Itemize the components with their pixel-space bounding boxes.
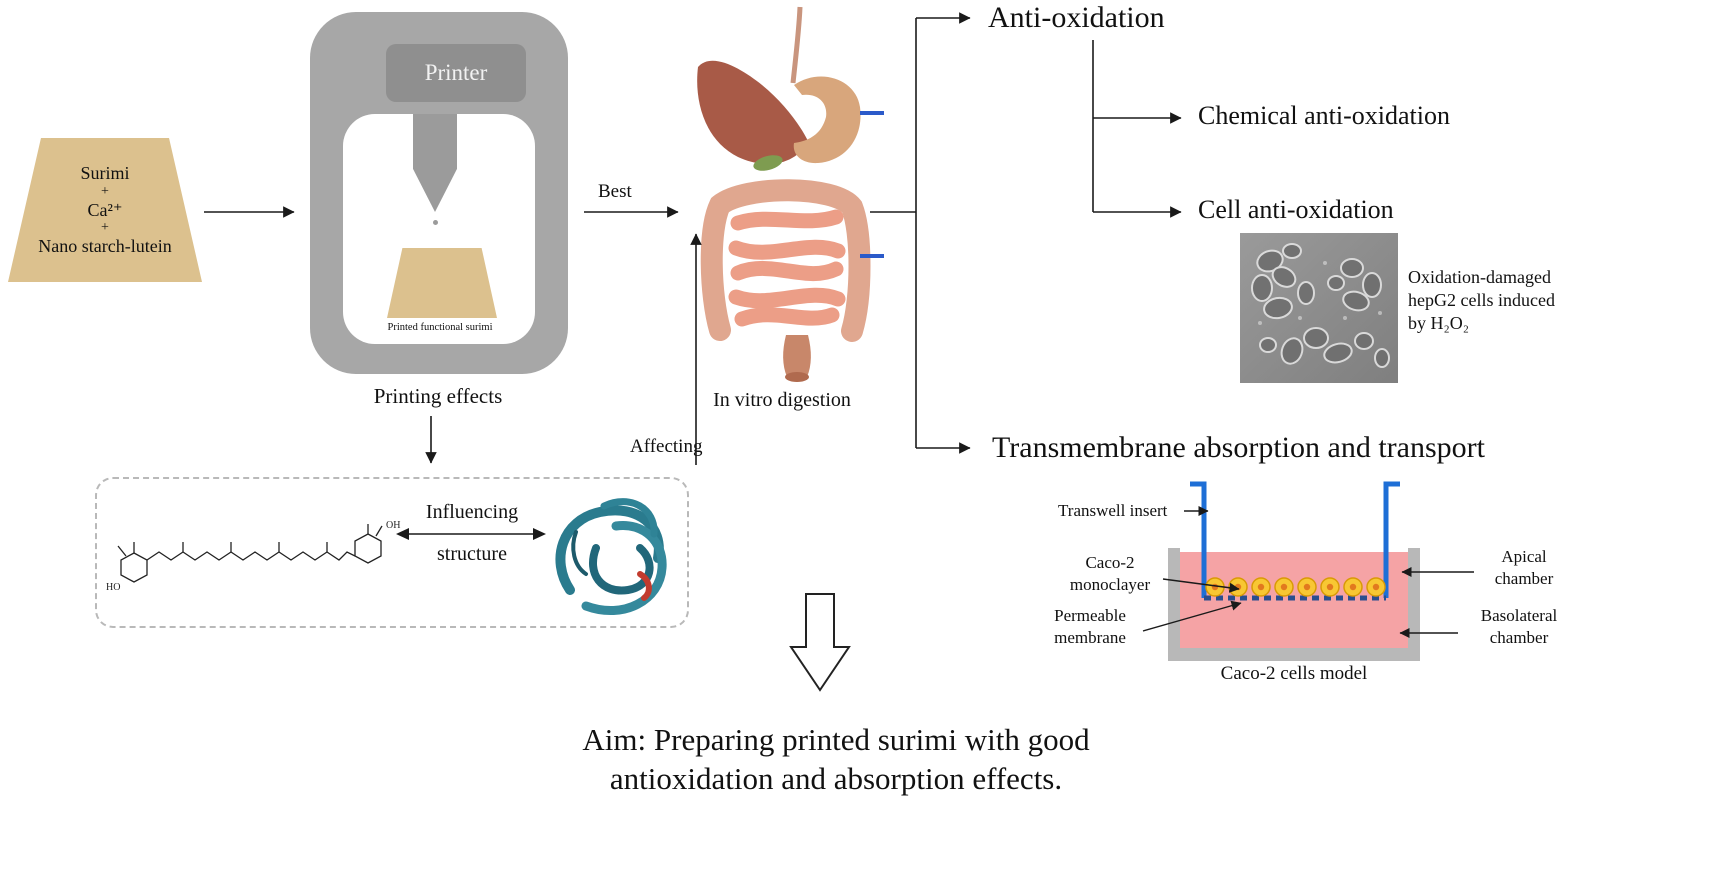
liver-shape bbox=[697, 60, 808, 164]
transmembrane-heading: Transmembrane absorption and transport bbox=[992, 431, 1485, 464]
ingredient-line: Surimi bbox=[80, 162, 130, 183]
basolateral-chamber-line: Basolateral bbox=[1480, 606, 1558, 625]
transwell-insert-label: Transwell insert bbox=[1058, 501, 1168, 520]
printer-name-plate: Printer bbox=[386, 44, 526, 102]
aim-line-1: Aim: Preparing printed surimi with good bbox=[582, 722, 1090, 757]
anti-oxidation-heading: Anti-oxidation bbox=[988, 1, 1165, 34]
plus-sign: + bbox=[101, 220, 109, 236]
large-intestine-shape bbox=[700, 179, 871, 342]
gallbladder-shape bbox=[753, 155, 783, 171]
printing-effects-label: Printing effects bbox=[373, 384, 503, 408]
lutein-oh-label: OH bbox=[386, 520, 400, 531]
hepg2-caption-line: by H₂O₂ bbox=[1408, 313, 1470, 334]
permeable-membrane-line: Permeable bbox=[1054, 606, 1126, 625]
rectum-shape bbox=[783, 335, 811, 377]
caco2-monolayer-line: monoclayer bbox=[1069, 575, 1151, 595]
hepg2-caption: Oxidation-damaged hepG2 cells induced by… bbox=[1408, 266, 1555, 335]
basolateral-chamber-line: chamber bbox=[1489, 628, 1549, 648]
printer-drop-icon bbox=[433, 220, 438, 225]
caco2-monolayer-line: Caco-2 bbox=[1085, 553, 1135, 572]
permeable-membrane-label: Permeable membrane bbox=[1040, 605, 1140, 649]
influencing-label: Influencing bbox=[425, 501, 519, 523]
plus-sign: + bbox=[101, 183, 109, 199]
best-label: Best bbox=[598, 181, 632, 202]
cell-anti-oxidation-label: Cell anti-oxidation bbox=[1198, 195, 1394, 224]
chemical-anti-oxidation-label: Chemical anti-oxidation bbox=[1198, 101, 1450, 130]
structure-dashed-box bbox=[95, 477, 689, 628]
down-arrow-icon bbox=[789, 593, 851, 692]
hepg2-caption-line: Oxidation-damaged bbox=[1408, 267, 1551, 287]
lutein-structure-illustration: HO OH bbox=[106, 520, 400, 593]
in-vitro-digestion-label: In vitro digestion bbox=[713, 389, 851, 411]
transwell-insert-right-wall bbox=[1383, 481, 1400, 598]
ingredient-line: Nano starch-lutein bbox=[38, 236, 172, 257]
apical-chamber-line: Apical bbox=[1501, 547, 1547, 566]
hepg2-micrograph bbox=[1240, 233, 1398, 383]
esophagus-shape bbox=[790, 6, 803, 84]
printed-surimi-trapezoid bbox=[387, 248, 497, 318]
transwell-insert-left-wall bbox=[1190, 481, 1207, 598]
structure-label: structure bbox=[437, 543, 507, 565]
permeable-membrane-line: membrane bbox=[1054, 628, 1126, 648]
aim-statement: Aim: Preparing printed surimi with good … bbox=[488, 720, 1184, 798]
hepg2-caption-line: hepG2 cells induced bbox=[1408, 290, 1555, 311]
printed-surimi-caption: Printed functional surimi bbox=[387, 322, 493, 333]
caco2-model-caption: Caco-2 cells model bbox=[1220, 663, 1368, 684]
ingredient-line: Ca²⁺ bbox=[87, 199, 123, 220]
protein-structure-illustration bbox=[555, 498, 667, 615]
small-intestine-shape bbox=[728, 209, 846, 327]
aim-line-2: antioxidation and absorption effects. bbox=[609, 761, 1063, 797]
cell-blobs bbox=[1251, 243, 1390, 368]
stomach-shape bbox=[793, 76, 861, 164]
digestive-system-illustration bbox=[697, 6, 884, 382]
caco2-monolayer-label: Caco-2 monoclayer bbox=[1060, 552, 1160, 596]
caco2-model-illustration bbox=[1168, 481, 1420, 661]
bright-specks bbox=[1258, 261, 1382, 325]
surimi-ingredient-trapezoid: Surimi + Ca²⁺ + Nano starch-lutein bbox=[8, 138, 202, 282]
lutein-ho-label: HO bbox=[106, 582, 120, 593]
rectum-base-shape bbox=[785, 372, 809, 382]
apical-chamber-label: Apical chamber bbox=[1480, 546, 1568, 590]
basolateral-chamber-label: Basolateral chamber bbox=[1464, 605, 1574, 649]
affecting-label: Affecting bbox=[630, 436, 703, 457]
apical-chamber-line: chamber bbox=[1494, 569, 1554, 589]
